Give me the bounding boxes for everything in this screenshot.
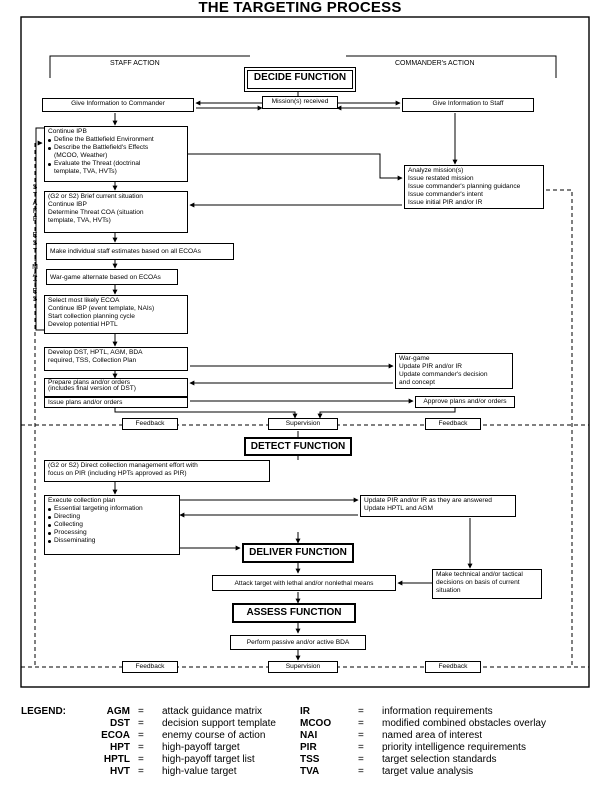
commander-action-header: COMMANDER's ACTION <box>395 60 475 67</box>
analyze-line: Issue initial PIR and/or IR <box>408 199 483 206</box>
select-line: Start collection planning cycle <box>48 313 135 320</box>
outer-frame <box>20 16 590 688</box>
select-line: Develop potential HPTL <box>48 321 118 328</box>
update-line: Update HPTL and AGM <box>364 505 434 512</box>
execute-collection-box: Execute collection plan Essential target… <box>44 495 180 555</box>
war-game-line: Update PIR and/or IR <box>399 363 463 370</box>
feedback-box-bottom-left: Feedback <box>122 661 178 673</box>
staff-estimates-box: Make individual staff estimates based on… <box>46 243 234 260</box>
direct-collection-box: (G2 or S2) Direct collection management … <box>44 460 270 482</box>
develop-line: required, TSS, Collection Plan <box>48 357 137 364</box>
analyze-line: Issue commander's intent <box>408 191 483 198</box>
perform-bda-box: Perform passive and/or active BDA <box>230 635 366 650</box>
execute-title: Execute collection plan <box>48 497 116 504</box>
decide-function-box: DECIDE FUNCTION <box>244 67 356 92</box>
staff-action-header: STAFF ACTION <box>110 60 160 67</box>
legend-entry: DST=decision support template <box>110 718 276 729</box>
brief-line: Determine Threat COA (situation <box>48 209 144 216</box>
execute-line: Processing <box>48 529 176 537</box>
update-line: Update PIR and/or IR as they are answere… <box>364 497 492 504</box>
legend-entry: TSS=target selection standards <box>300 754 497 765</box>
legend-entry: TVA=target value analysis <box>300 766 474 777</box>
legend-left-column: AGM=attack guidance matrix DST=decision … <box>80 706 300 778</box>
brief-situation-box: (G2 or S2) Brief current situation Conti… <box>44 191 188 233</box>
develop-dst-box: Develop DST, HPTL, AGM, BDA required, TS… <box>44 347 188 371</box>
detect-function-box: DETECT FUNCTION <box>244 437 352 456</box>
continue-ipb-title: Continue IPB <box>48 128 87 135</box>
issue-plans-box: Issue plans and/or orders <box>44 397 188 408</box>
legend-entry: PIR=priority intelligence requirements <box>300 742 526 753</box>
give-info-staff-box: Give Information to Staff <box>402 98 534 112</box>
supervision-box-bottom: Supervision <box>268 661 338 673</box>
analyze-missions-box: Analyze mission(s) Issue restated missio… <box>404 165 544 209</box>
war-game-alternate-box: War-game alternate based on ECOAs <box>46 269 178 285</box>
brief-line: (G2 or S2) Brief current situation <box>48 193 143 200</box>
brief-line: template, TVA, HVTs) <box>48 217 111 224</box>
select-ecoa-box: Select most likely ECOA Continue IBP (ev… <box>44 295 188 334</box>
continue-ipb-line: Evaluate the Threat (doctrinal <box>48 160 184 168</box>
missions-received-box: Mission(s) received <box>262 96 338 109</box>
continue-ipb-line: template, TVA, HVTs) <box>54 168 117 175</box>
prepare-line: (includes final version of DST) <box>48 385 136 392</box>
brief-line: Continue IBP <box>48 201 87 208</box>
select-line: Continue IBP (event template, NAIs) <box>48 305 155 312</box>
prepare-plans-box-cont: (includes final version of DST) <box>44 385 188 397</box>
diagram-title: THE TARGETING PROCESS <box>198 0 402 16</box>
technical-line: Make technical and/or tactical <box>436 571 523 578</box>
continue-ipb-line: (MCOO, Weather) <box>54 152 108 159</box>
war-game-line: Update commander's decision <box>399 371 488 378</box>
prepare-line: Prepare plans and/or orders <box>48 379 131 386</box>
technical-decisions-box: Make technical and/or tactical decisions… <box>432 569 542 599</box>
analyze-line: Analyze mission(s) <box>408 167 464 174</box>
technical-line: situation <box>436 587 461 594</box>
legend-title: LEGEND: <box>21 706 66 717</box>
execute-line: Collecting <box>48 521 176 529</box>
feedback-box-bottom-right: Feedback <box>425 661 481 673</box>
legend-entry: HPTL=high-payoff target list <box>103 754 255 765</box>
war-game-line: War-game <box>399 355 430 362</box>
war-game-line: and concept <box>399 379 435 386</box>
technical-line: decisions on basis of current <box>436 579 520 586</box>
select-line: Select most likely ECOA <box>48 297 120 304</box>
continue-ipb-line: Define the Battlefield Environment <box>48 136 184 144</box>
legend-right-column: IR=information requirements MCOO=modifie… <box>300 706 590 778</box>
legend-entry: HVT=high-value target <box>110 766 237 777</box>
continue-ipb-line: Describe the Battlefield's Effects <box>48 144 184 152</box>
legend-entry: HPT=high-payoff target <box>110 742 240 753</box>
develop-line: Develop DST, HPTL, AGM, BDA <box>48 349 143 356</box>
deliver-function-box: DELIVER FUNCTION <box>242 543 354 563</box>
staff-estimates-vertical-label: S T A F F E S T I M A T E S <box>32 184 38 303</box>
legend-entry: ECOA=enemy course of action <box>101 730 266 741</box>
continue-ipb-box: Continue IPB Define the Battlefield Envi… <box>44 126 188 182</box>
analyze-line: Issue restated mission <box>408 175 474 182</box>
war-game-commander-box: War-game Update PIR and/or IR Update com… <box>395 353 513 389</box>
execute-line: Disseminating <box>48 537 176 545</box>
feedback-box-right: Feedback <box>425 418 481 430</box>
approve-plans-box: Approve plans and/or orders <box>415 396 515 408</box>
feedback-box-left: Feedback <box>122 418 178 430</box>
supervision-box: Supervision <box>268 418 338 430</box>
direct-line: focus on PIR (including HPTs approved as… <box>48 470 187 477</box>
direct-line: (G2 or S2) Direct collection management … <box>48 462 198 469</box>
assess-function-box: ASSESS FUNCTION <box>232 603 356 623</box>
analyze-line: Issue commander's planning guidance <box>408 183 521 190</box>
legend-entry: AGM=attack guidance matrix <box>106 706 263 717</box>
give-info-commander-box: Give Information to Commander <box>42 98 194 112</box>
legend: LEGEND: AGM=attack guidance matrix DST=d… <box>0 690 600 797</box>
attack-target-box: Attack target with lethal and/or nonleth… <box>212 575 396 591</box>
legend-entry: MCOO=modified combined obstacles overlay <box>300 718 546 729</box>
legend-entry: IR=information requirements <box>300 706 493 717</box>
update-pir-box: Update PIR and/or IR as they are answere… <box>360 495 516 517</box>
legend-entry: NAI=named area of interest <box>300 730 483 741</box>
execute-line: Essential targeting information <box>48 505 176 513</box>
execute-line: Directing <box>48 513 176 521</box>
